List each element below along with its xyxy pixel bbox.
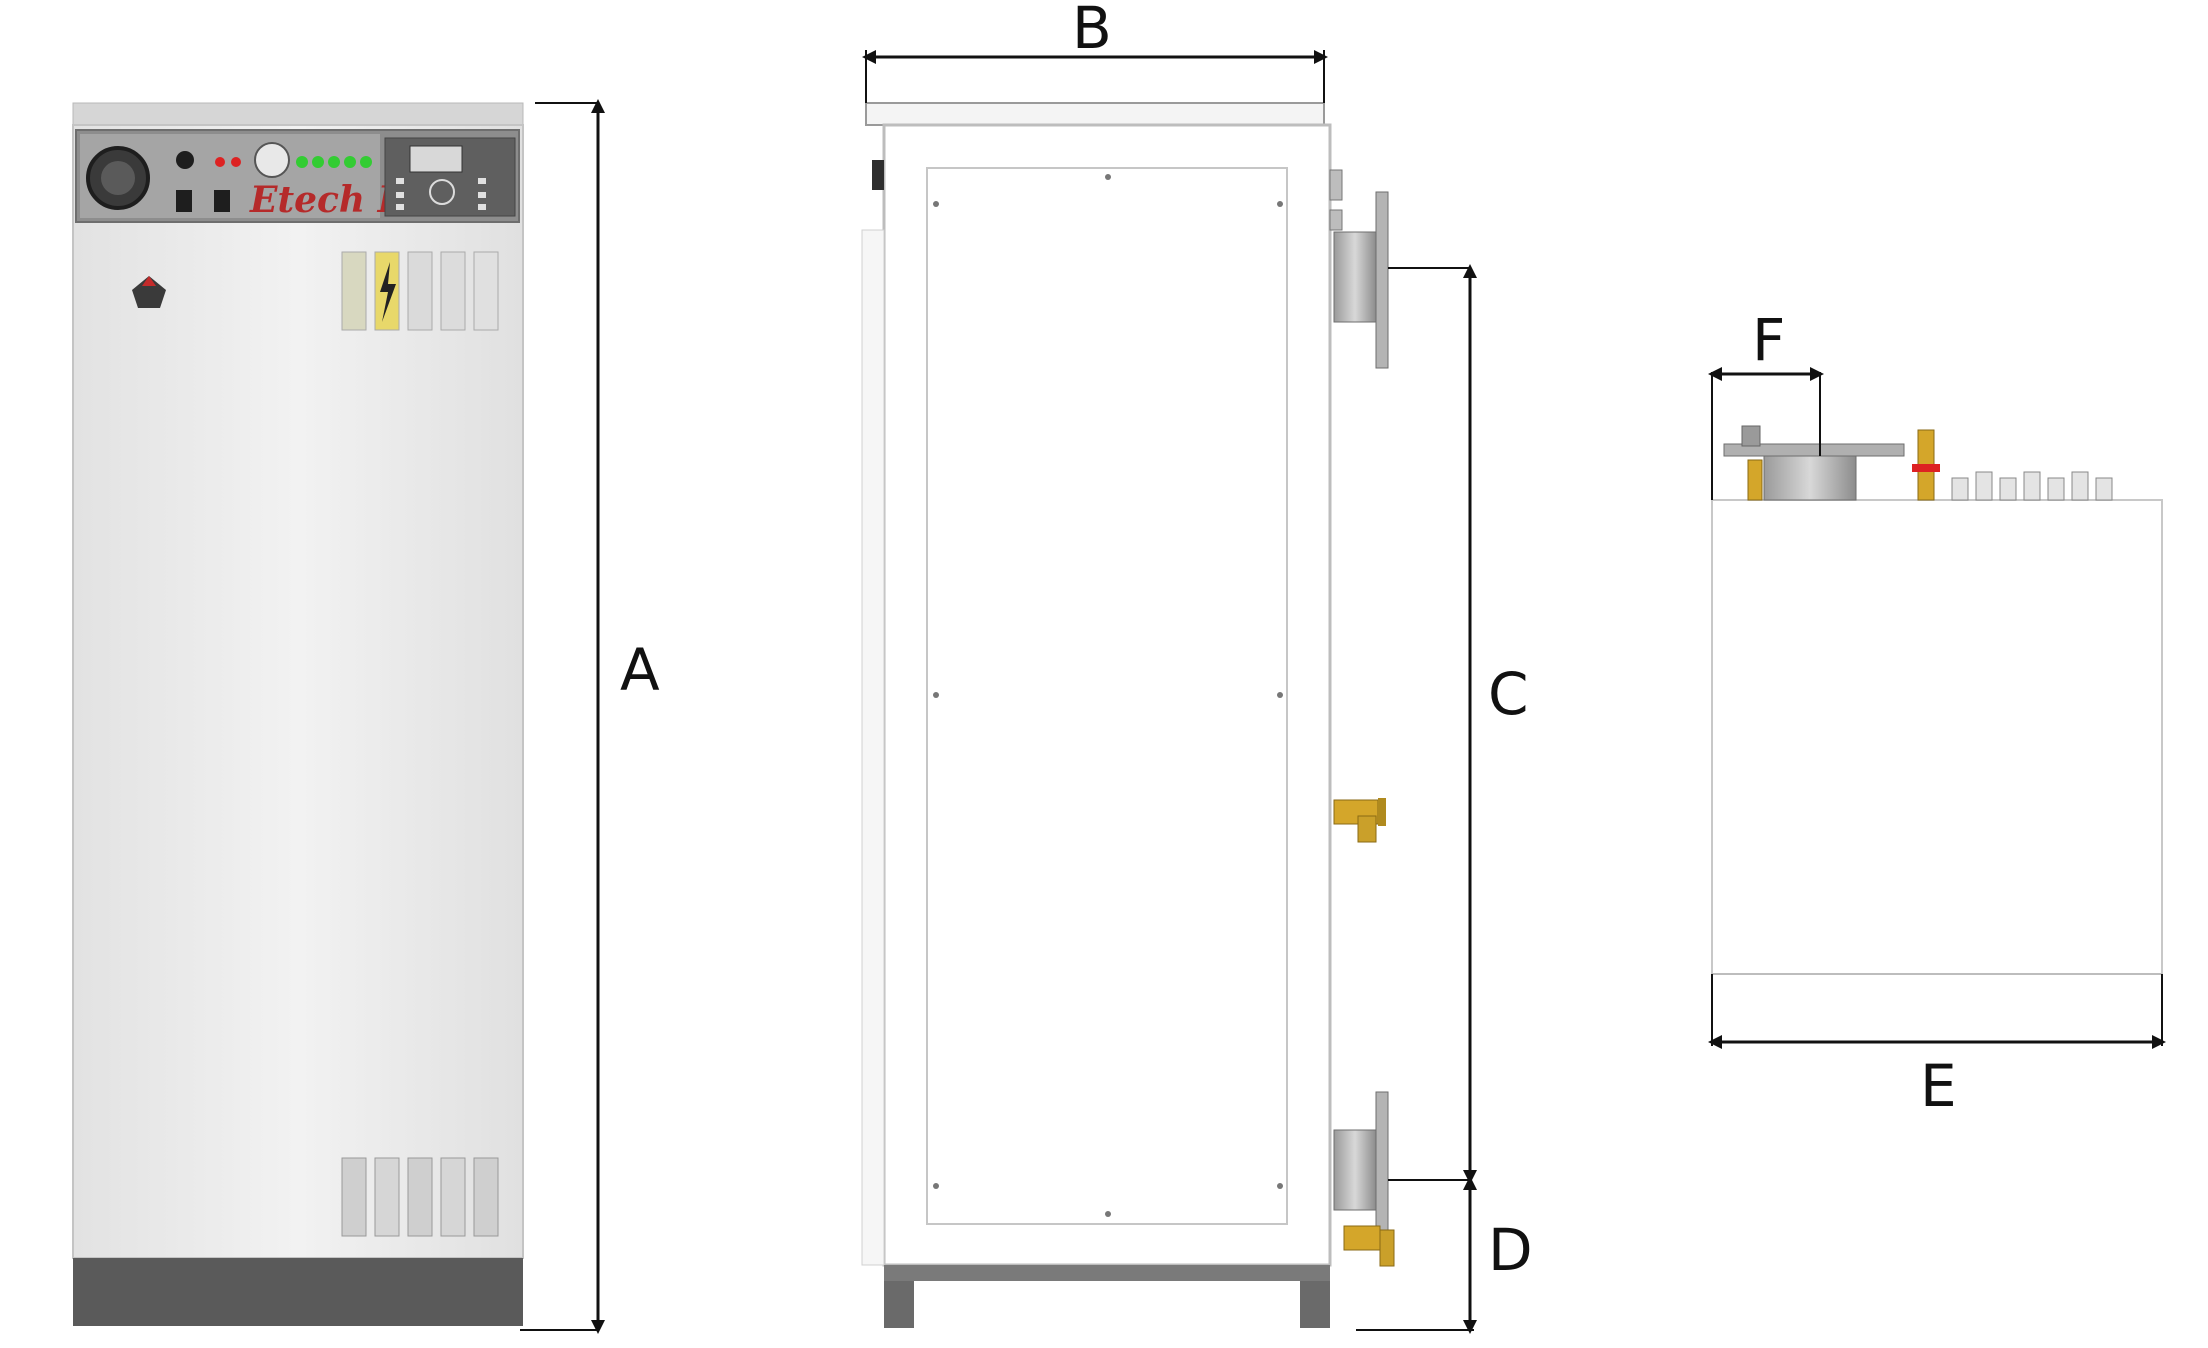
side-top-lid (865, 102, 1325, 126)
led-green-icon (296, 156, 308, 168)
vent-grille-icon (341, 1157, 499, 1237)
dim-label-d: D (1488, 1216, 1533, 1284)
front-plinth (73, 1258, 523, 1326)
thermostat-dial-icon[interactable] (254, 142, 290, 178)
top-view: F E (1708, 306, 2166, 1120)
side-inner-panel (926, 167, 1288, 1225)
led-red-icon (215, 157, 225, 167)
dim-label-c: C (1488, 660, 1529, 728)
front-top-cap (72, 102, 524, 126)
dim-label-e: E (1920, 1052, 1957, 1120)
side-view: B C D (861, 0, 1533, 1334)
warning-lightning-icon (380, 262, 396, 322)
vendor-emblem-icon (132, 276, 166, 308)
dim-label-f: F (1752, 306, 1785, 374)
side-leg-left (884, 1281, 914, 1328)
side-base (884, 1265, 1330, 1281)
top-flange-icon (1723, 425, 1905, 501)
front-view: Etech P (72, 99, 660, 1334)
side-switch-icon (872, 160, 884, 190)
dim-label-a: A (620, 636, 660, 704)
warning-labels (341, 251, 499, 331)
side-leg-right (1300, 1281, 1330, 1328)
fittings-icon (1951, 471, 2113, 501)
top-cabinet (1711, 499, 2163, 975)
control-panel: Etech P (75, 129, 520, 223)
bottom-flange-icon (1333, 1091, 1395, 1267)
panel-screws (933, 174, 1283, 1217)
switch-icon[interactable] (176, 190, 192, 212)
safety-valve-icon (1912, 429, 1940, 501)
brand-logo: Etech P (249, 179, 406, 221)
valve-icon (1333, 798, 1386, 843)
flange-icon (1329, 169, 1389, 369)
dim-label-b: B (1072, 0, 1112, 62)
